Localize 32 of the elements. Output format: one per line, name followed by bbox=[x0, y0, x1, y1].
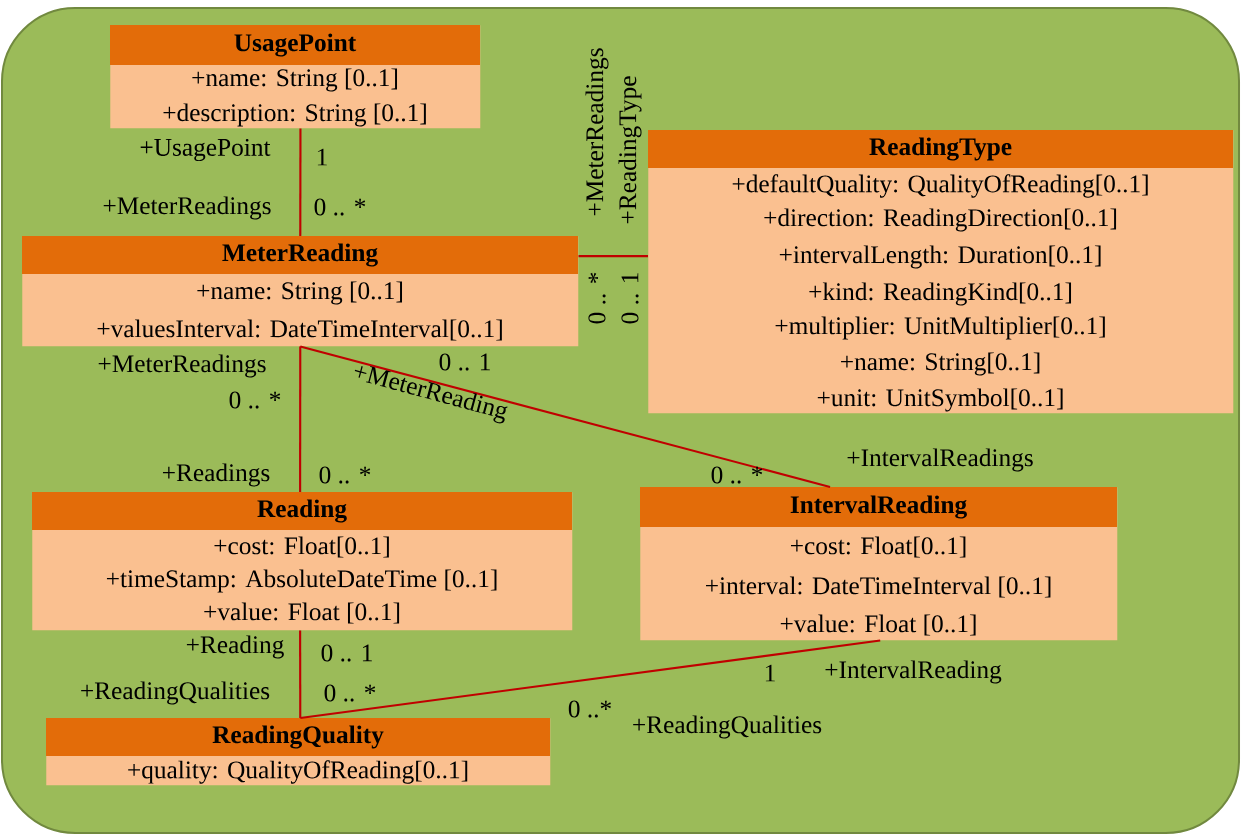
role-label: +Reading bbox=[186, 635, 284, 659]
role-label: +MeterReadings bbox=[585, 48, 609, 216]
role-label: 1 bbox=[765, 664, 775, 682]
role-label: +ReadingQualities bbox=[633, 715, 822, 739]
class-box: ReadingQuality +quality: QualityOfReading[0..1] bbox=[46, 718, 551, 786]
role-label: 1 bbox=[317, 148, 327, 166]
role-label: 0 .. * bbox=[324, 684, 376, 702]
role-label: 0 .. 1 bbox=[321, 644, 372, 662]
class-box: Reading +cost: Float[0..1] +timeStamp: AbsoluteDateTime [0..1] +value: Float [0..1] bbox=[32, 492, 573, 631]
role-label: 0 .. * bbox=[588, 272, 606, 324]
association-line bbox=[300, 639, 881, 720]
role-label: +IntervalReading bbox=[825, 660, 1002, 684]
role-label: +ReadingType bbox=[618, 76, 642, 224]
role-label: +ReadingQualities bbox=[81, 681, 270, 705]
association-line bbox=[299, 346, 302, 492]
role-label: 0 .. 1 bbox=[621, 273, 639, 324]
role-label: 0 .. * bbox=[711, 466, 763, 484]
association-line bbox=[299, 128, 302, 236]
class-box: MeterReading +name: String [0..1] +valuesInterval: DateTimeInterval[0..1] bbox=[22, 236, 579, 347]
role-label: 0 .. * bbox=[229, 391, 281, 409]
class-box: UsagePoint +name: String [0..1] +description: String [0..1] bbox=[110, 25, 481, 129]
association-line bbox=[578, 255, 648, 258]
role-label: +UsagePoint bbox=[140, 138, 271, 162]
role-label: +IntervalReadings bbox=[847, 448, 1033, 472]
role-label: 0 .. * bbox=[314, 198, 366, 216]
class-box: IntervalReading +cost: Float[0..1] +interval: DateTimeInterval [0..1] +value: Float [0..1] bbox=[640, 487, 1118, 641]
association-line bbox=[299, 630, 302, 718]
role-label: +MeterReadings bbox=[103, 196, 271, 220]
role-label: 0 ..* bbox=[568, 700, 611, 718]
role-label: 0 .. * bbox=[319, 466, 371, 484]
association-line bbox=[300, 345, 831, 489]
class-box: ReadingType +defaultQuality: QualityOfReading[0..1] +direction: ReadingDirection[0..1] +intervalLength: Duration[0..1] +kind: ReadingKind[0..1] +multiplier: UnitMultiplier[0..1] +name: String[0..1] +unit: UnitSymbol[0..1] bbox=[648, 130, 1234, 414]
